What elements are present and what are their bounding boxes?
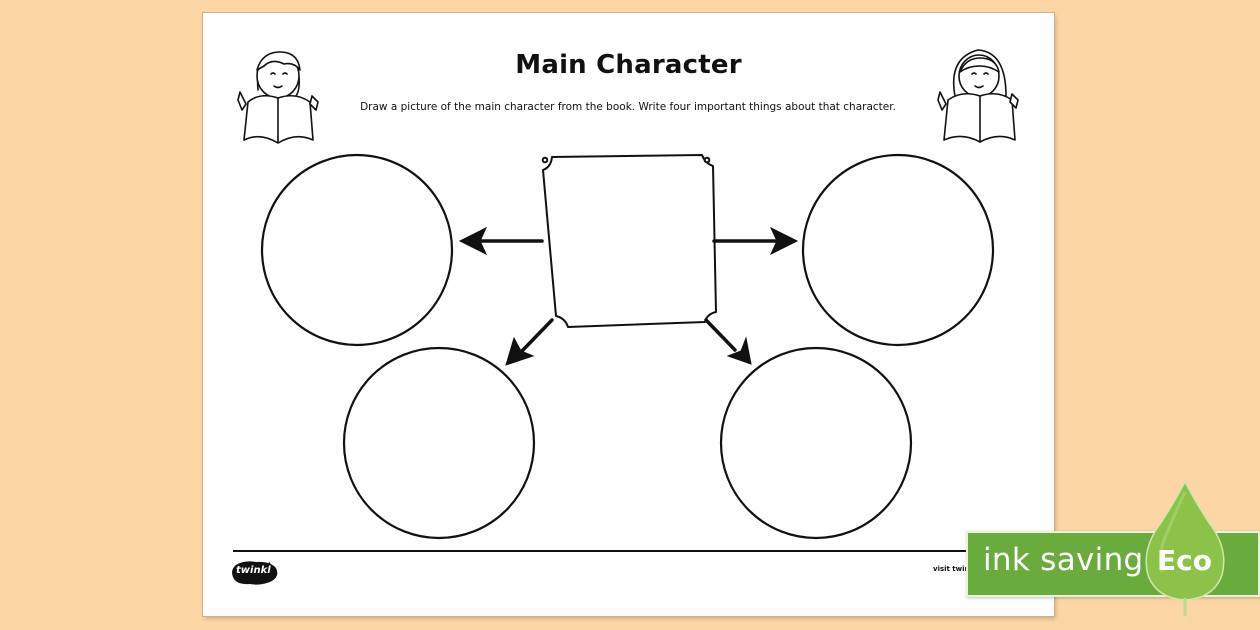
arrow-bottom-right [704, 318, 752, 365]
twinkl-logo-text: twinkl [236, 565, 271, 576]
girl-reading-illustration [937, 49, 1019, 143]
twinkl-logo [232, 561, 278, 585]
footer-website-link[interactable]: visit twink [933, 565, 975, 573]
leaf-drop-icon [1145, 480, 1225, 616]
footer-divider [233, 550, 1033, 552]
arrow-left [458, 226, 544, 256]
boy-reading-illustration [237, 51, 319, 144]
trait-circle-top-right [801, 153, 995, 347]
worksheet-instructions: Draw a picture of the main character fro… [360, 101, 896, 113]
ink-saving-label: ink saving [983, 542, 1144, 578]
trait-circle-top-left [260, 153, 454, 347]
trait-circle-bottom-left [342, 346, 536, 540]
arrow-right [712, 226, 799, 256]
worksheet-title: Main Character [515, 50, 742, 80]
character-picture-frame [541, 154, 717, 328]
trait-circle-bottom-right [719, 346, 913, 540]
arrow-bottom-left [505, 318, 554, 366]
eco-label: Eco [1157, 544, 1212, 577]
